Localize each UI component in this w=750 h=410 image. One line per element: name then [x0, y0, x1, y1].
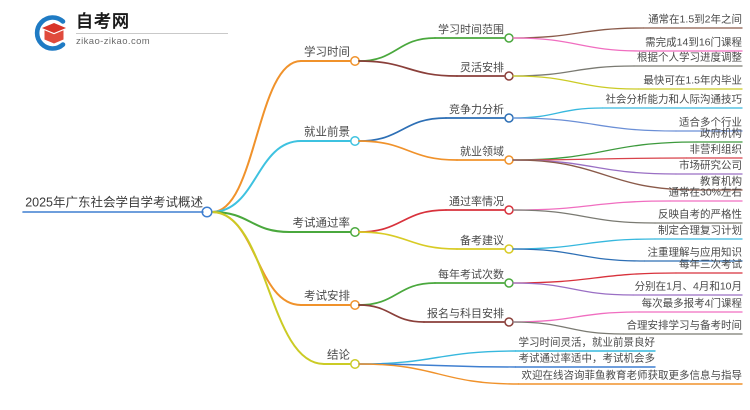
- mindmap-node-label[interactable]: 非营利组织: [689, 143, 743, 156]
- mindmap-edge: [512, 159, 677, 175]
- mindmap-edge: [512, 282, 634, 296]
- mindmap-edge: [512, 321, 625, 335]
- mindmap-edge: [512, 27, 645, 39]
- mindmap-node-label[interactable]: 就业领域: [460, 145, 504, 158]
- mindmap-node-label[interactable]: 政府机构: [700, 127, 742, 140]
- mindmap-node-dot[interactable]: [504, 71, 514, 81]
- mindmap-edge: [512, 238, 656, 250]
- site-logo[interactable]: 自考网 zikao-zikao.com: [30, 12, 245, 54]
- mindmap-node-dot[interactable]: [350, 136, 360, 146]
- logo-name-en: zikao-zikao.com: [76, 36, 151, 47]
- mindmap-node-label[interactable]: 2025年广东社会学自学考试概述: [25, 195, 203, 210]
- mindmap-node-label[interactable]: 市场研究公司: [679, 159, 742, 172]
- logo-text-block: 自考网 zikao-zikao.com: [76, 12, 241, 52]
- mindmap-edge: [358, 209, 447, 233]
- mindmap-edge: [358, 363, 520, 385]
- mindmap-edge: [358, 231, 458, 250]
- mindmap-node-label[interactable]: 制定合理复习计划: [658, 224, 742, 237]
- mindmap-node-dot[interactable]: [504, 205, 514, 215]
- mindmap-edge: [211, 60, 302, 213]
- logo-name-cn: 自考网: [76, 12, 130, 31]
- mindmap-edge: [512, 200, 671, 211]
- mindmap-node-label[interactable]: 结论: [327, 349, 350, 362]
- zikao-logo-icon: [34, 15, 66, 51]
- mindmap-node-label[interactable]: 通常在30%左右: [668, 186, 742, 199]
- mindmap-node-dot[interactable]: [350, 300, 360, 310]
- mindmap-edge: [211, 211, 302, 306]
- mindmap-edge: [358, 282, 436, 306]
- mindmap-node-label[interactable]: 根据个人学习进度调整: [637, 51, 742, 64]
- mindmap-node-dot[interactable]: [350, 359, 360, 369]
- mindmap-node-label[interactable]: 就业前景: [304, 126, 350, 139]
- mindmap-node-label[interactable]: 考试安排: [304, 290, 350, 303]
- mindmap-node-label[interactable]: 学习时间灵活，就业前景良好: [518, 336, 656, 349]
- mindmap-edge: [358, 350, 517, 365]
- mindmap-node-label[interactable]: 分别在1月、4月和10月: [634, 280, 742, 293]
- mindmap-node-label[interactable]: 每年考试次数: [438, 268, 504, 281]
- mindmap-edge: [358, 117, 447, 142]
- mindmap-edge: [512, 75, 640, 90]
- mindmap-edge: [358, 37, 436, 62]
- mindmap-edge: [512, 117, 677, 132]
- mindmap-node-label[interactable]: 备考建议: [460, 234, 504, 247]
- mindmap-edge: [358, 140, 458, 161]
- mindmap-node-dot[interactable]: [504, 244, 514, 254]
- mindmap-node-label[interactable]: 考试通过率适中，考试机会多: [518, 352, 656, 365]
- mindmap-node-label[interactable]: 注重理解与应用知识: [647, 246, 743, 259]
- mindmap-node-dot[interactable]: [504, 113, 514, 123]
- mindmap-node-label[interactable]: 学习时间范围: [438, 23, 504, 36]
- mindmap-node-label[interactable]: 反映自考的严格性: [658, 208, 742, 221]
- mindmap-node-label[interactable]: 社会分析能力和人际沟通技巧: [605, 93, 743, 106]
- mindmap-edge: [358, 304, 425, 323]
- mindmap-node-label[interactable]: 合理安排学习与备考时间: [626, 319, 743, 332]
- mindmap-node-label[interactable]: 报名与科目安排: [427, 307, 504, 320]
- mindmap-node-label[interactable]: 教育机构: [700, 175, 742, 188]
- mindmap-node-label[interactable]: 需完成14到16门课程: [645, 36, 742, 49]
- mindmap-node-label[interactable]: 灵活安排: [460, 61, 504, 74]
- mindmap-node-dot[interactable]: [504, 278, 514, 288]
- mindmap-node-label[interactable]: 通过率情况: [449, 195, 504, 208]
- mindmap-edge: [211, 140, 302, 213]
- mindmap-node-dot[interactable]: [350, 227, 360, 237]
- mindmap-node-label[interactable]: 学习时间: [304, 46, 350, 59]
- mindmap-node-label[interactable]: 每年三次考试: [679, 258, 742, 271]
- mindmap-node-dot[interactable]: [504, 33, 514, 43]
- mindmap-edge: [512, 65, 635, 77]
- mindmap-edge: [512, 37, 645, 52]
- mindmap-node-label[interactable]: 最快可在1.5年内毕业: [643, 74, 742, 87]
- mindmap-edge: [358, 363, 517, 368]
- mindmap-node-dot[interactable]: [350, 56, 360, 66]
- mindmap-node-dot[interactable]: [201, 206, 213, 218]
- mindmap-edge: [211, 211, 291, 233]
- mindmap-node-label[interactable]: 每次最多报考4门课程: [641, 297, 742, 310]
- mindmap-node-label[interactable]: 适合多个行业: [679, 116, 742, 129]
- mindmap-node-dot[interactable]: [504, 317, 514, 327]
- mindmap-node-label[interactable]: 竞争力分析: [449, 103, 504, 116]
- mindmap-node-label[interactable]: 欢迎在线咨询菲鱼教育老师获取更多信息与指导: [521, 369, 743, 382]
- mindmap-node-dot[interactable]: [504, 155, 514, 165]
- mindmap-edge: [512, 141, 698, 161]
- mindmap-edge: [512, 248, 646, 262]
- mindmap-edge: [358, 60, 458, 77]
- mindmap-edge: [512, 107, 604, 119]
- mindmap-edge: [211, 211, 325, 365]
- mindmap-node-label[interactable]: 通常在1.5到2年之间: [648, 13, 742, 26]
- logo-divider: [76, 33, 228, 34]
- mindmap-edge: [512, 157, 688, 161]
- mindmap-edge: [512, 209, 656, 224]
- mindmap-edge: [512, 311, 640, 323]
- mindmap-node-label[interactable]: 考试通过率: [292, 217, 351, 230]
